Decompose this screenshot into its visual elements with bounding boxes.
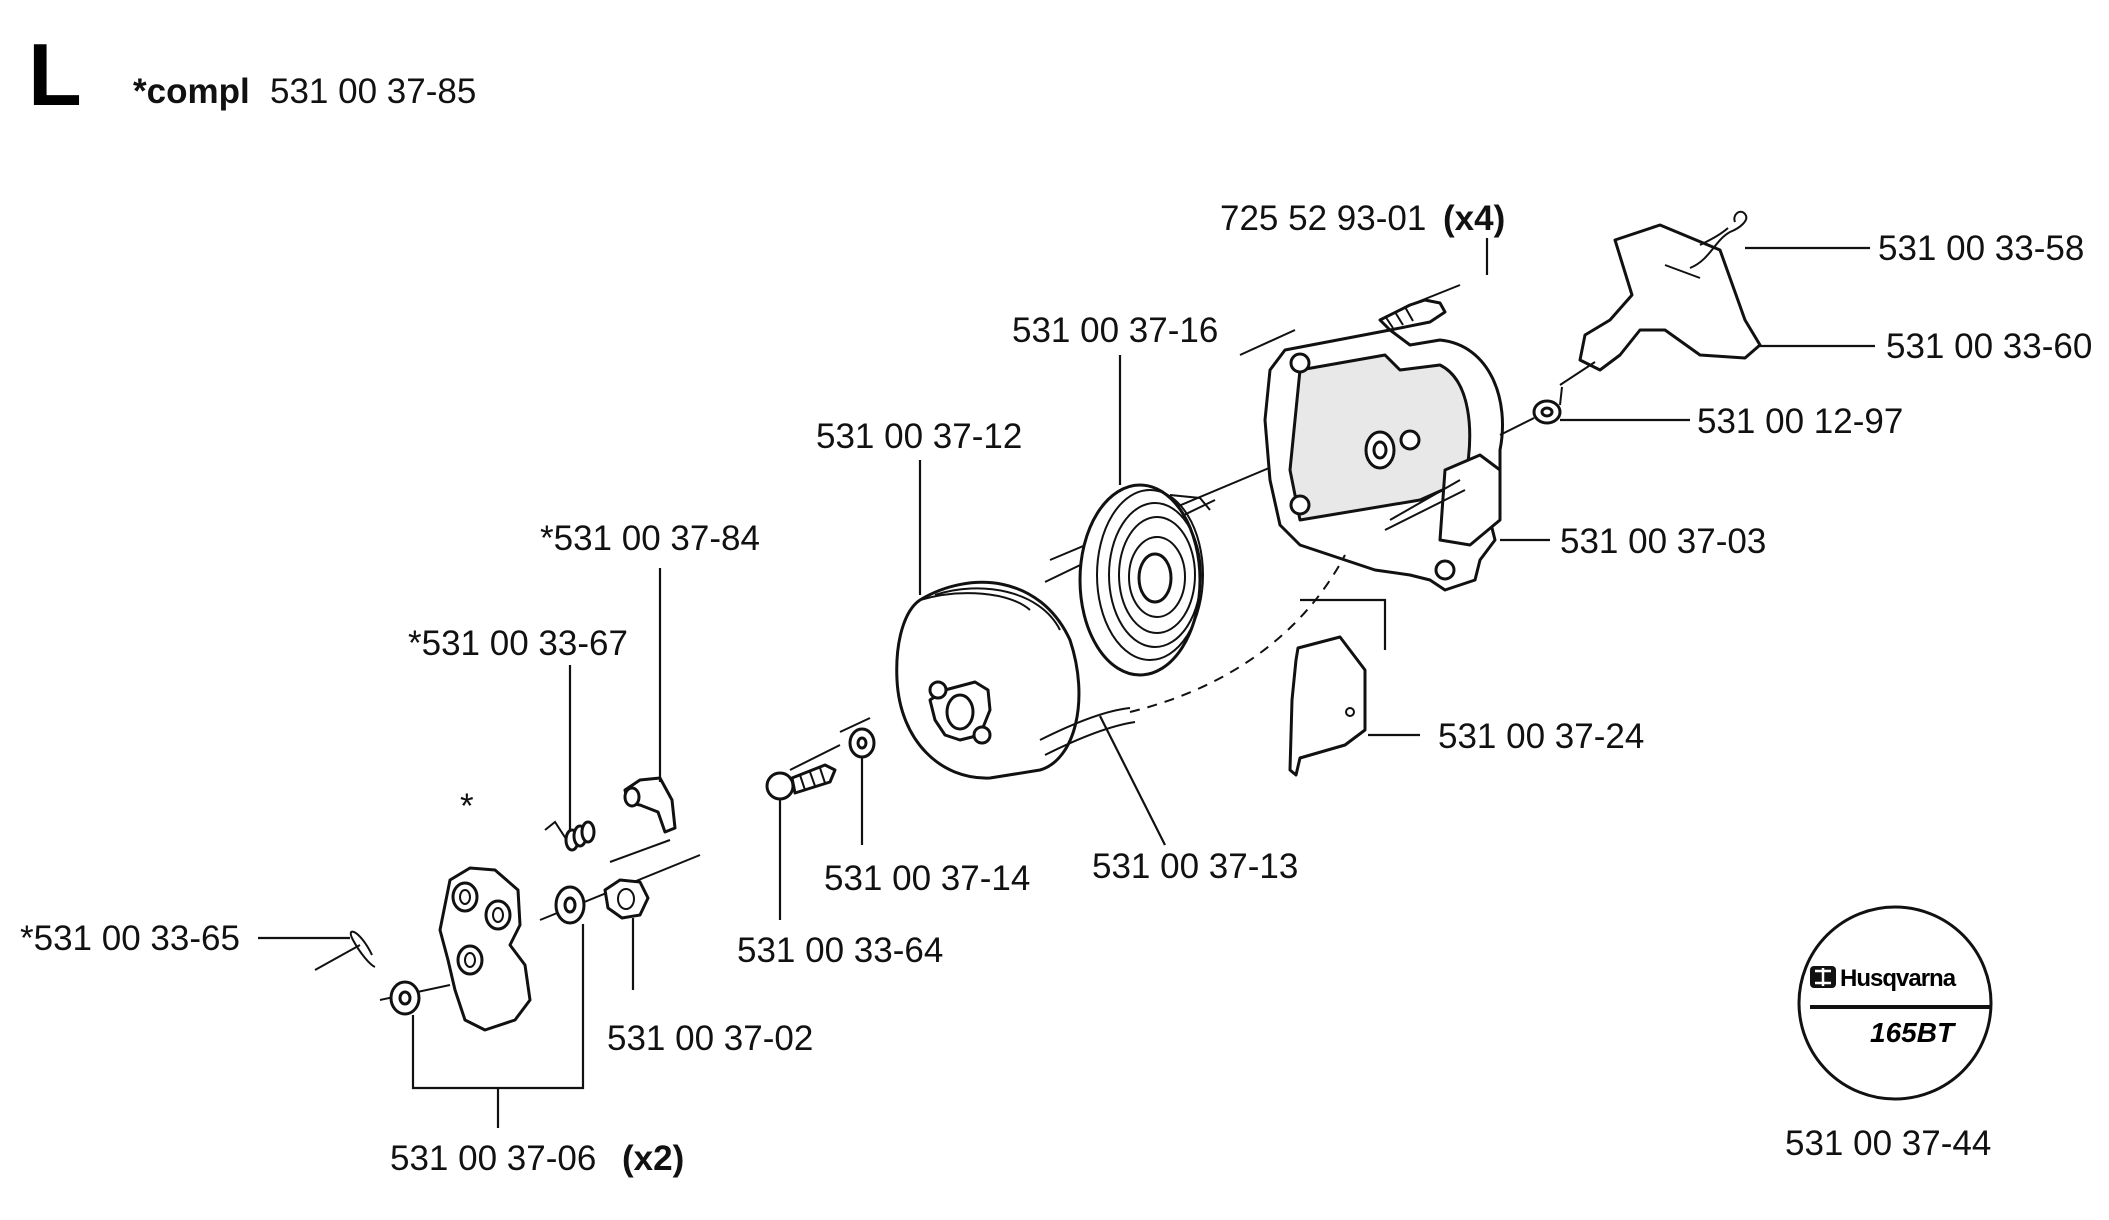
washer-06-b [554, 885, 586, 925]
hex-nut [603, 878, 650, 920]
label-rope-bushing: 531 00 12-97 [1697, 402, 1903, 441]
axis-line-clip [314, 944, 361, 971]
model-decal: Husqvarna 165BT [1797, 905, 1993, 1101]
label-pin-84: *531 00 37-84 [540, 519, 760, 558]
label-screw-housing: 725 52 93-01 [1220, 199, 1426, 238]
label-rope: 531 00 37-13 [1092, 847, 1298, 886]
label-clip: *531 00 33-65 [20, 919, 240, 958]
circlip [349, 930, 376, 968]
starter-housing [1263, 328, 1504, 592]
rope-pulley [895, 580, 1081, 780]
label-washer-14: 531 00 37-14 [824, 859, 1030, 898]
label-screw-housing-qty: (x4) [1443, 199, 1505, 238]
label-pulley: 531 00 37-12 [816, 417, 1022, 456]
washer-06-a [389, 980, 421, 1016]
guide-plate [1288, 635, 1367, 777]
decal-model: 165BT [1870, 1017, 1957, 1048]
leader-rope [1099, 715, 1166, 846]
cord-end [1689, 210, 1748, 269]
label-guide-plate: 531 00 37-24 [1438, 717, 1644, 756]
starter-handle [1559, 223, 1762, 386]
label-screw-64: 531 00 33-64 [737, 931, 943, 970]
label-washers-06-qty: (x2) [622, 1139, 684, 1178]
starter-rope [1039, 554, 1346, 756]
label-handle: 531 00 33-60 [1886, 327, 2092, 366]
label-decal: 531 00 37-44 [1785, 1124, 1991, 1163]
label-housing: 531 00 37-03 [1560, 522, 1766, 561]
starter-pawl [438, 866, 532, 1032]
washer-14 [848, 727, 876, 759]
rope-bushing [1499, 386, 1563, 436]
assembly-prefix: *compl [133, 72, 250, 111]
recoil-spring [1078, 483, 1211, 677]
decal-circle [1797, 905, 1993, 1101]
label-washers-06: 531 00 37-06 [390, 1139, 596, 1178]
husqvarna-logo-icon [1810, 966, 1836, 988]
axis-line-washer [839, 717, 871, 733]
axis-line-pin [609, 839, 671, 863]
assembly-number: 531 00 37-85 [270, 72, 476, 111]
label-cord-end: 531 00 33-58 [1878, 229, 2084, 268]
label-spring: 531 00 37-16 [1012, 311, 1218, 350]
axis-line-topleft [1239, 329, 1296, 356]
label-nut: 531 00 37-02 [607, 1019, 813, 1058]
pawl-pin [623, 776, 677, 834]
leader-guide-plate-up [1300, 598, 1387, 650]
pawl-asterisk: * [460, 787, 474, 826]
housing-screw [1378, 298, 1447, 332]
decal-brand: Husqvarna [1840, 965, 1957, 992]
pulley-screw [765, 763, 837, 801]
section-letter: L [28, 25, 82, 124]
pawl-spring [544, 820, 596, 852]
axis-line-pulley [789, 744, 841, 771]
label-spring-67: *531 00 33-67 [408, 624, 628, 663]
